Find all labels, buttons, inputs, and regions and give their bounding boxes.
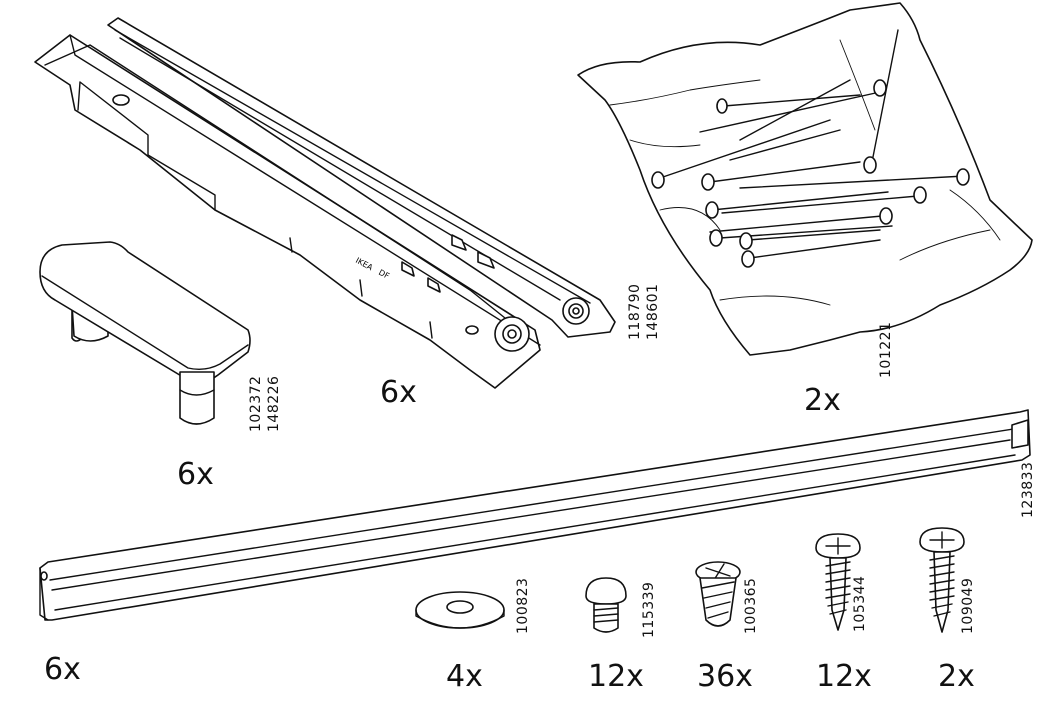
cap-screw-icon — [585, 577, 627, 633]
part-number-handle-a: 102372 — [248, 375, 264, 432]
quantity-washer: 4x — [446, 659, 483, 694]
quantity-bag: 2x — [804, 383, 841, 418]
part-number-wood-screw-2: 109049 — [960, 577, 976, 634]
quantity-wood-screw-2: 2x — [938, 659, 975, 694]
quantity-wood-screw-1: 12x — [816, 659, 872, 694]
metal-bar-icon — [39, 409, 1031, 621]
part-number-short-screw: 100365 — [743, 577, 759, 634]
washer-icon — [415, 591, 505, 629]
quantity-handle: 6x — [177, 457, 214, 492]
wood-screw-icon — [815, 533, 861, 631]
drawer-runner-icon — [34, 17, 616, 389]
drawer-handle-icon — [39, 241, 251, 425]
part-number-bar: 123833 — [1020, 461, 1036, 518]
part-number-runner-b: 148601 — [645, 283, 661, 340]
part-number-cap-screw: 115339 — [641, 581, 657, 638]
part-number-handle-b: 148226 — [266, 375, 282, 432]
quantity-short-screw: 36x — [697, 659, 753, 694]
short-screw-icon — [695, 561, 741, 627]
wood-screw-icon — [919, 527, 965, 633]
nail-bag-icon — [577, 2, 1033, 356]
part-number-washer: 100823 — [515, 577, 531, 634]
part-number-runner-a: 118790 — [627, 283, 643, 340]
quantity-cap-screw: 12x — [588, 659, 644, 694]
part-number-bag: 101221 — [878, 321, 894, 378]
quantity-bar: 6x — [44, 652, 81, 687]
part-number-wood-screw-1: 105344 — [852, 575, 868, 632]
quantity-runner: 6x — [380, 375, 417, 410]
